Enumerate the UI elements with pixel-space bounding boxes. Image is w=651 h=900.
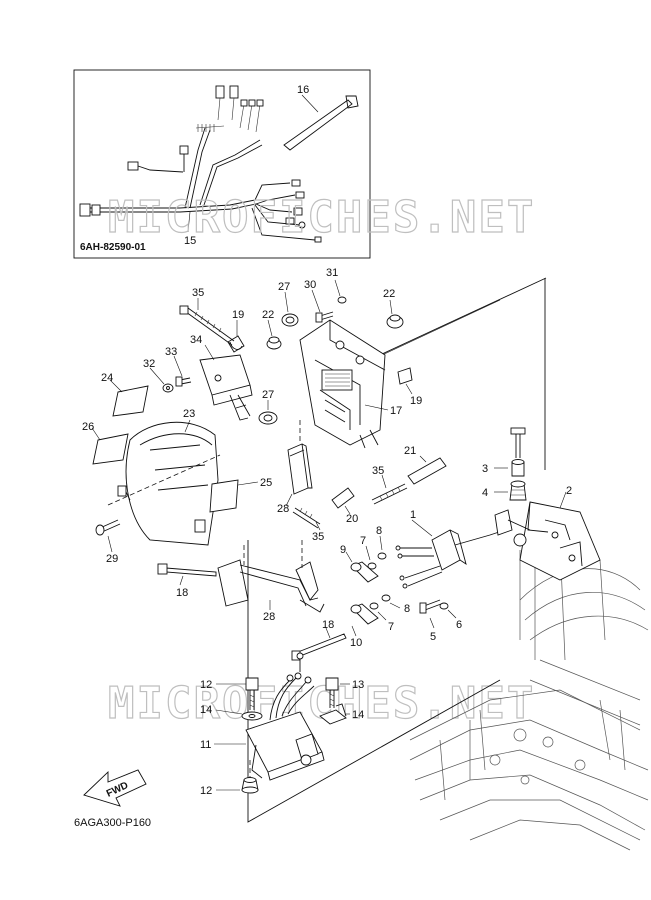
cap-9-upper: 9 [340, 544, 379, 583]
callout-2: 2 [566, 485, 572, 497]
ignition-coil-10: 11 [200, 652, 325, 781]
callout-24a: 24 [101, 372, 113, 384]
bolt-12-right: 13 [325, 677, 364, 708]
callout-35a: 35 [192, 287, 204, 299]
callout-11: 12 [200, 785, 212, 797]
washer-8-lower: 8 [381, 594, 410, 615]
screw-35-middle: 35 [292, 507, 324, 543]
callout-22b: 22 [383, 288, 395, 300]
bracket-2: 2 [494, 485, 601, 581]
washer-33: 32 [143, 358, 174, 393]
diagram-code: 6AGA300-P160 [74, 817, 151, 829]
callout-12a: 12 [200, 679, 212, 691]
callout-19a: 19 [232, 309, 244, 321]
grommet-27-top: 27 [278, 281, 299, 327]
callout-12b: 13 [352, 679, 364, 691]
screw-29: 30 [304, 279, 334, 323]
callout-22a: 22 [262, 309, 274, 321]
cable-tie-18-left: 18 [157, 563, 217, 599]
bracket-28: 28 [217, 540, 325, 623]
screw-31: 29 [95, 519, 121, 565]
bolt-5: 5 [419, 599, 442, 643]
grommet-22-left: 22 [262, 309, 282, 350]
spacer-19-right: 19 [397, 367, 422, 407]
callout-35c: 35 [372, 465, 384, 477]
washer-6: 6 [439, 602, 462, 631]
callout-35b: 35 [312, 531, 324, 543]
callout-10: 11 [200, 739, 211, 751]
washer-7-upper: 7 [360, 535, 377, 570]
callout-32: 34 [190, 334, 202, 346]
callout-15: 15 [184, 235, 196, 247]
callout-31: 29 [106, 553, 118, 565]
bracket-17: 17 [299, 319, 402, 449]
screw-35-upper: 35 [179, 287, 235, 346]
cap-9-lower: 10 [350, 603, 379, 649]
bolt-12-left: 12 [200, 677, 259, 710]
screw-34: 33 [165, 346, 192, 387]
callout-3: 3 [482, 463, 488, 475]
callout-5: 5 [430, 631, 436, 643]
watermark-bottom: MICROFICHES.NET [108, 678, 535, 729]
callout-21: 21 [404, 445, 416, 457]
grommet-27-mid: 27 [258, 389, 278, 425]
callout-33: 32 [143, 358, 155, 370]
callout-13: 14 [200, 704, 212, 716]
callout-24b: 25 [260, 477, 272, 489]
callout-16: 16 [297, 84, 309, 96]
callout-7a: 7 [360, 535, 366, 547]
callout-25: 26 [82, 421, 94, 433]
callout-34: 33 [165, 346, 177, 358]
watermark-top: MICROFICHES.NET [108, 192, 535, 243]
callout-29: 30 [304, 279, 316, 291]
screw-35-right: 35 [371, 465, 408, 505]
washer-13: 14 [200, 704, 263, 721]
callout-8b: 8 [404, 603, 410, 615]
inset-wire-harness: 16 15 6AH-82590-01 [73, 69, 371, 259]
callout-14: 14 [352, 709, 364, 721]
fwd-arrow: FWD [83, 769, 147, 807]
engine-body [409, 539, 649, 851]
relay-32: 34 [190, 334, 253, 421]
callout-30: 31 [326, 267, 338, 279]
holder-26: 28 [277, 420, 313, 515]
callout-19b: 19 [410, 395, 422, 407]
callout-4: 4 [482, 487, 488, 499]
callout-20: 20 [346, 513, 358, 525]
spacer-20: 20 [331, 487, 358, 525]
inset-part-code: 6AH-82590-01 [80, 242, 146, 253]
callout-23: 23 [183, 408, 195, 420]
callout-9a: 9 [340, 544, 346, 556]
grommet-11: 12 [200, 760, 259, 797]
callout-7b: 7 [388, 621, 394, 633]
assembly-boundary-lines [247, 277, 547, 823]
callout-28: 28 [263, 611, 275, 623]
label-24-lower: 25 [209, 477, 272, 513]
spacer-21: 21 [404, 445, 447, 485]
clip-14: 14 [319, 703, 364, 725]
callout-1: 1 [410, 509, 416, 521]
callout-17: 17 [390, 405, 402, 417]
callout-26: 28 [277, 503, 289, 515]
callout-18b: 18 [322, 619, 334, 631]
callout-18a: 18 [176, 587, 188, 599]
bolt-3: 3 [482, 427, 526, 477]
label-25: 26 [82, 421, 129, 465]
callout-27a: 27 [278, 281, 290, 293]
cover-23: 23 [107, 408, 221, 546]
callout-8a: 8 [376, 525, 382, 537]
washer-8-upper: 8 [376, 525, 387, 560]
label-24-upper: 24 [101, 372, 149, 417]
grommet-4: 4 [482, 480, 527, 501]
spacer-19-upper: 19 [227, 309, 245, 353]
washer-7-lower: 7 [369, 602, 394, 633]
rectifier-1: 1 [395, 509, 506, 589]
washer-30: 31 [326, 267, 347, 304]
callout-6: 6 [456, 619, 462, 631]
callout-9b: 10 [350, 637, 362, 649]
grommet-22-right: 22 [383, 288, 404, 329]
callout-27b: 27 [262, 389, 274, 401]
